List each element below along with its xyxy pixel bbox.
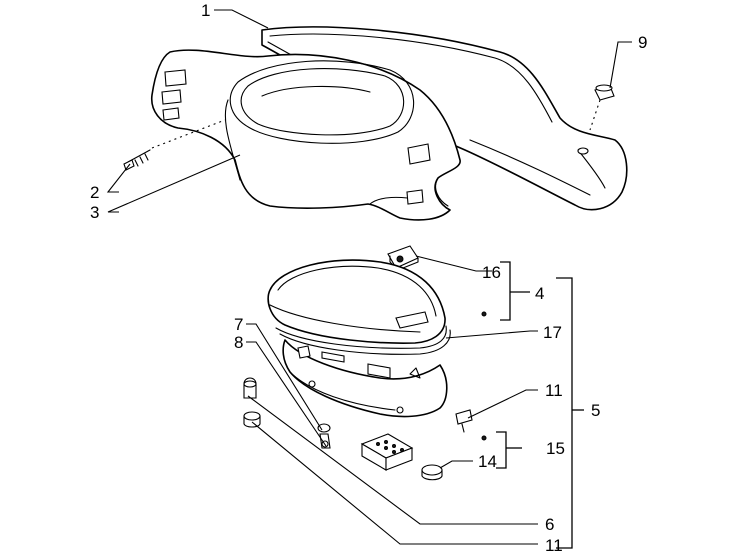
callout-6: 6 — [545, 515, 554, 534]
plug-part-9 — [589, 84, 615, 131]
instrument-cluster-body — [282, 339, 448, 418]
callout-15: 15 — [546, 439, 565, 458]
screw-part-2 — [123, 119, 226, 171]
bulb-holder-part-7-8 — [317, 423, 331, 449]
callout-brackets — [496, 261, 584, 549]
callout-3: 3 — [90, 203, 99, 222]
front-handlebar-cover — [151, 49, 461, 221]
callout-2: 2 — [90, 183, 99, 202]
callout-14: 14 — [478, 452, 497, 471]
callout-17: 17 — [543, 323, 562, 342]
gasket-part-17 — [275, 325, 451, 355]
callout-labels: 1 2 3 9 16 4 17 7 8 11 5 15 14 6 11 — [90, 1, 647, 555]
callout-7: 7 — [234, 315, 243, 334]
callout-9: 9 — [638, 33, 647, 52]
callout-5: 5 — [591, 401, 600, 420]
screw-part-11-upper — [455, 409, 473, 433]
connector-block-part-15 — [360, 433, 414, 471]
callout-8: 8 — [234, 333, 243, 352]
callout-11-upper: 11 — [545, 381, 563, 400]
bulb-part-6 — [243, 377, 257, 399]
callout-1: 1 — [201, 1, 210, 20]
instrument-cover-part-4 — [267, 259, 446, 344]
nut-part-14 — [421, 464, 443, 481]
grommet-part-11-lower — [243, 411, 261, 428]
leader-lines — [106, 9, 632, 545]
callout-16: 16 — [482, 263, 501, 282]
callout-11-lower: 11 — [545, 536, 563, 555]
callout-4: 4 — [535, 284, 544, 303]
